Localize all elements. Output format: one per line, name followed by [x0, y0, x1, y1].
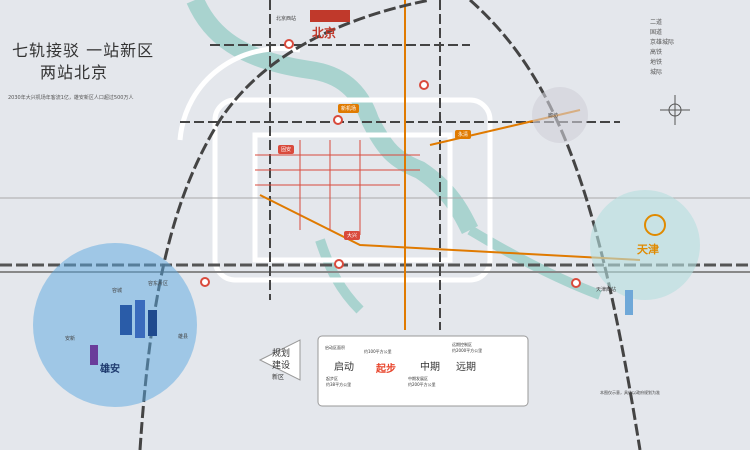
phase-mid-note: 约200平方公里 [408, 382, 436, 387]
river-east [467, 225, 602, 300]
expressway-1 [177, 46, 301, 141]
phase-far-note1: 远期控制区 [452, 342, 472, 347]
railway-diag-east [469, 0, 642, 450]
xiongan-area [33, 243, 197, 407]
xiongan-building-1 [120, 305, 132, 335]
phase-mid-sub: 中期发展区 [408, 376, 428, 381]
xiongan-building-2 [135, 300, 145, 338]
phase-step: 起步 [376, 364, 396, 375]
label-rongcheng: 容城 [112, 288, 123, 294]
plan-arrow-icon [258, 339, 301, 381]
tianjin-building [625, 290, 633, 315]
tag-guan[interactable]: 固安 [278, 145, 295, 154]
city-tianjin: 天津 [637, 243, 659, 256]
page-title: 七轨接驳 一站新区 两站北京 [12, 41, 155, 82]
city-xiongan: 雄安 [100, 364, 120, 375]
metro-grid [255, 140, 420, 235]
tiananmen-icon [310, 10, 350, 22]
ferris-wheel-icon [644, 214, 666, 236]
phase-far: 远期 [456, 362, 476, 373]
phase-start-note1: 启动区面积 [325, 345, 345, 350]
label-anxin: 安新 [65, 336, 76, 342]
phase-plan: 规划 建设 新区 [272, 349, 291, 381]
tag-xinjichang[interactable]: 新机场 [338, 104, 360, 113]
xiongan-building-3 [148, 310, 157, 336]
tag-daxing[interactable]: 大兴 [344, 231, 361, 240]
label-langfang: 廊坊 [548, 113, 559, 119]
langfang-area [532, 87, 588, 143]
phase-start-sub2: 约38平方公里 [326, 382, 352, 387]
tag-yongqing[interactable]: 永清 [455, 130, 472, 139]
disclaimer: 本图仅示意，具体以政府规划为准 [600, 390, 660, 395]
label-tianjin-station: 天津西站 [596, 287, 617, 293]
river [186, 0, 479, 235]
label-xiongxian: 雄县 [178, 334, 189, 340]
city-beijing: 北京 [312, 26, 337, 40]
river-branch [315, 238, 364, 314]
phase-panel [317, 335, 529, 407]
subtitle: 2030年大兴机场年客流1亿，雄安新区人口超过500万人 [8, 95, 134, 101]
compass-icon [660, 95, 690, 125]
label-rongdong: 容东片区 [148, 281, 169, 287]
legend: 二道 国道 京雄城际 高铁 地铁 城际 [650, 19, 675, 76]
phase-start-note2: 约100平方公里 [364, 349, 392, 354]
phase-start: 启动 [334, 362, 354, 373]
phase-far-note2: 约2000平方公里 [452, 348, 483, 353]
label-top-station: 北京西站 [276, 16, 297, 22]
xiongan-building-4 [90, 345, 98, 365]
jingxiong-intercity [259, 194, 641, 261]
phase-start-sub1: 起步区 [326, 376, 338, 381]
phase-mid: 中期 [420, 362, 440, 373]
tianjin-area [590, 190, 700, 300]
stations [200, 39, 581, 288]
ring-road-outer [212, 97, 493, 283]
